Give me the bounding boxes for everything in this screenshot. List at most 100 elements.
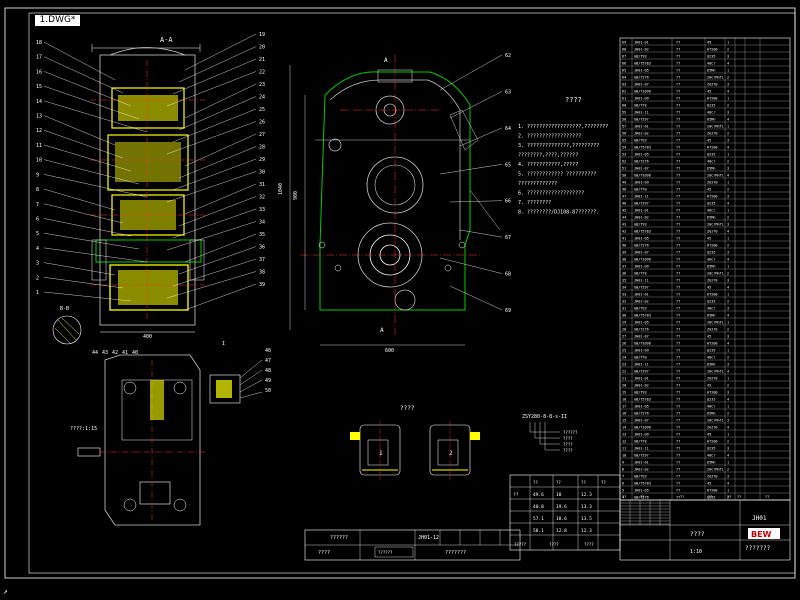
bom-row-name: ??	[676, 271, 680, 275]
svg-text:I: I	[222, 341, 225, 347]
bom-row-qty: 4	[727, 201, 729, 205]
bom-row-code: JH01-11	[634, 110, 649, 114]
bom-row-no: 30	[622, 313, 626, 317]
bom-row-qty: 4	[727, 285, 729, 289]
bom-row-code: JH01-05	[634, 404, 649, 408]
bom-row-no: 50	[622, 173, 626, 177]
bom-row-qty: 1	[727, 124, 729, 128]
callout-label: 15	[36, 84, 42, 90]
bom-row-name: ??	[676, 306, 680, 310]
bom-row-qty: 4	[727, 369, 729, 373]
bom-row-material: ZG270	[707, 180, 718, 184]
bom-row-code: GB/T297	[634, 453, 649, 457]
bom-row-qty: 1	[727, 40, 729, 44]
bom-row-qty: 2	[727, 215, 729, 219]
bom-row-material: 45	[707, 138, 711, 142]
bom-row-no: 69	[622, 40, 626, 44]
bom-row-name: ??	[676, 208, 680, 212]
drawing-tab[interactable]: 1.DWG*	[35, 15, 80, 26]
svg-text:???????: ???????	[445, 550, 466, 556]
callout-label: 36	[259, 245, 265, 251]
svg-text:A: A	[380, 327, 384, 334]
bom-row-name: ??	[676, 313, 680, 317]
callout-label: 32	[259, 195, 265, 201]
frame-border	[28, 12, 796, 574]
title-block-name: ????	[690, 531, 705, 538]
bom-row-name: ??	[676, 495, 680, 499]
bom-row-material: 20CrMnTi	[707, 369, 724, 373]
bom-row-name: ??	[676, 320, 680, 324]
spec-line: ????	[563, 442, 573, 447]
bom-row-qty: 4	[727, 173, 729, 177]
section-view-aa: A-A 400	[36, 32, 265, 345]
bom-row-qty: 4	[727, 229, 729, 233]
bom-row-code: GB/T93	[634, 222, 647, 226]
bom-row-name: ??	[676, 425, 680, 429]
bom-row-no: 46	[622, 201, 626, 205]
bom-row-qty: 4	[727, 61, 729, 65]
bom-row-name: ??	[676, 376, 680, 380]
perf-footer: ????	[584, 542, 594, 547]
perf-header: ??	[601, 480, 606, 485]
bom-row-name: ??	[676, 117, 680, 121]
callout-label: 33	[259, 207, 265, 213]
bom-row-name: ??	[676, 467, 680, 471]
bom-row-no: 23	[622, 362, 626, 366]
perf-cell: 18	[556, 492, 562, 498]
callout-label: 49	[265, 378, 271, 384]
callout-label: 50	[265, 388, 271, 394]
bom-row-material: 40Cr	[707, 257, 715, 261]
perf-cell: ??	[513, 492, 519, 498]
bom-row-qty: 1	[727, 96, 729, 100]
bom-row-no: 9	[622, 460, 624, 464]
bom-row-no: 64	[622, 75, 626, 79]
svg-text:600: 600	[385, 348, 394, 354]
bom-row-code: GB/T1096	[634, 173, 651, 177]
callout-label: 28	[259, 145, 265, 151]
bom-row-material: Q235	[707, 495, 715, 499]
tech-note-line: 2. ??????????????????	[518, 134, 581, 140]
bom-row-no: 19	[622, 390, 626, 394]
bom-row-material: 45	[707, 334, 711, 338]
tech-note-line: 5. ???????????? ??????????	[518, 172, 596, 178]
bom-row-code: JH01-07	[634, 250, 649, 254]
bom-row-no: 5	[622, 488, 624, 492]
callout-label: 31	[259, 182, 265, 188]
bom-row-material: Q235	[707, 446, 715, 450]
bom-row-no: 6	[622, 481, 624, 485]
bom-row-no: 27	[622, 334, 626, 338]
bom-row-no: 55	[622, 138, 626, 142]
bom-row-code: JH01-01	[634, 40, 649, 44]
bom-row-material: HT200	[707, 488, 718, 492]
perf-cell: 13.5	[581, 516, 592, 522]
bom-row-name: ??	[676, 96, 680, 100]
bom-row-material: Q235	[707, 250, 715, 254]
svg-text:400: 400	[143, 334, 152, 340]
bom-header: ??	[680, 495, 684, 499]
bom-row-no: 57	[622, 124, 626, 128]
bom-row-material: 40Cr	[707, 404, 715, 408]
bom-row-material: 45	[707, 383, 711, 387]
bom-row-qty: 2	[727, 47, 729, 51]
bom-row-qty: 1	[727, 320, 729, 324]
callout-label: 41	[122, 350, 128, 356]
bom-row-name: ??	[676, 47, 680, 51]
callout-label: 23	[259, 82, 265, 88]
callout-label: 4	[36, 246, 39, 252]
bom-row-qty: 1	[727, 404, 729, 408]
bom-row-code: GB/T1096	[634, 425, 651, 429]
bom-row-no: 42	[622, 229, 626, 233]
bom-row-qty: 2	[727, 75, 729, 79]
bom-row-code: JH01-09	[634, 180, 649, 184]
bom-row-qty: 1	[727, 376, 729, 380]
bom-row-qty: 4	[727, 145, 729, 149]
bom-row-material: 20CrMnTi	[707, 271, 724, 275]
bom-row-qty: 4	[727, 397, 729, 401]
bom-row-name: ??	[676, 278, 680, 282]
bom-row-name: ??	[676, 411, 680, 415]
bom-row-qty: 3	[727, 418, 729, 422]
bom-row-no: 34	[622, 285, 626, 289]
svg-text:ZSY280-8-8-s-II: ZSY280-8-8-s-II	[522, 414, 567, 420]
